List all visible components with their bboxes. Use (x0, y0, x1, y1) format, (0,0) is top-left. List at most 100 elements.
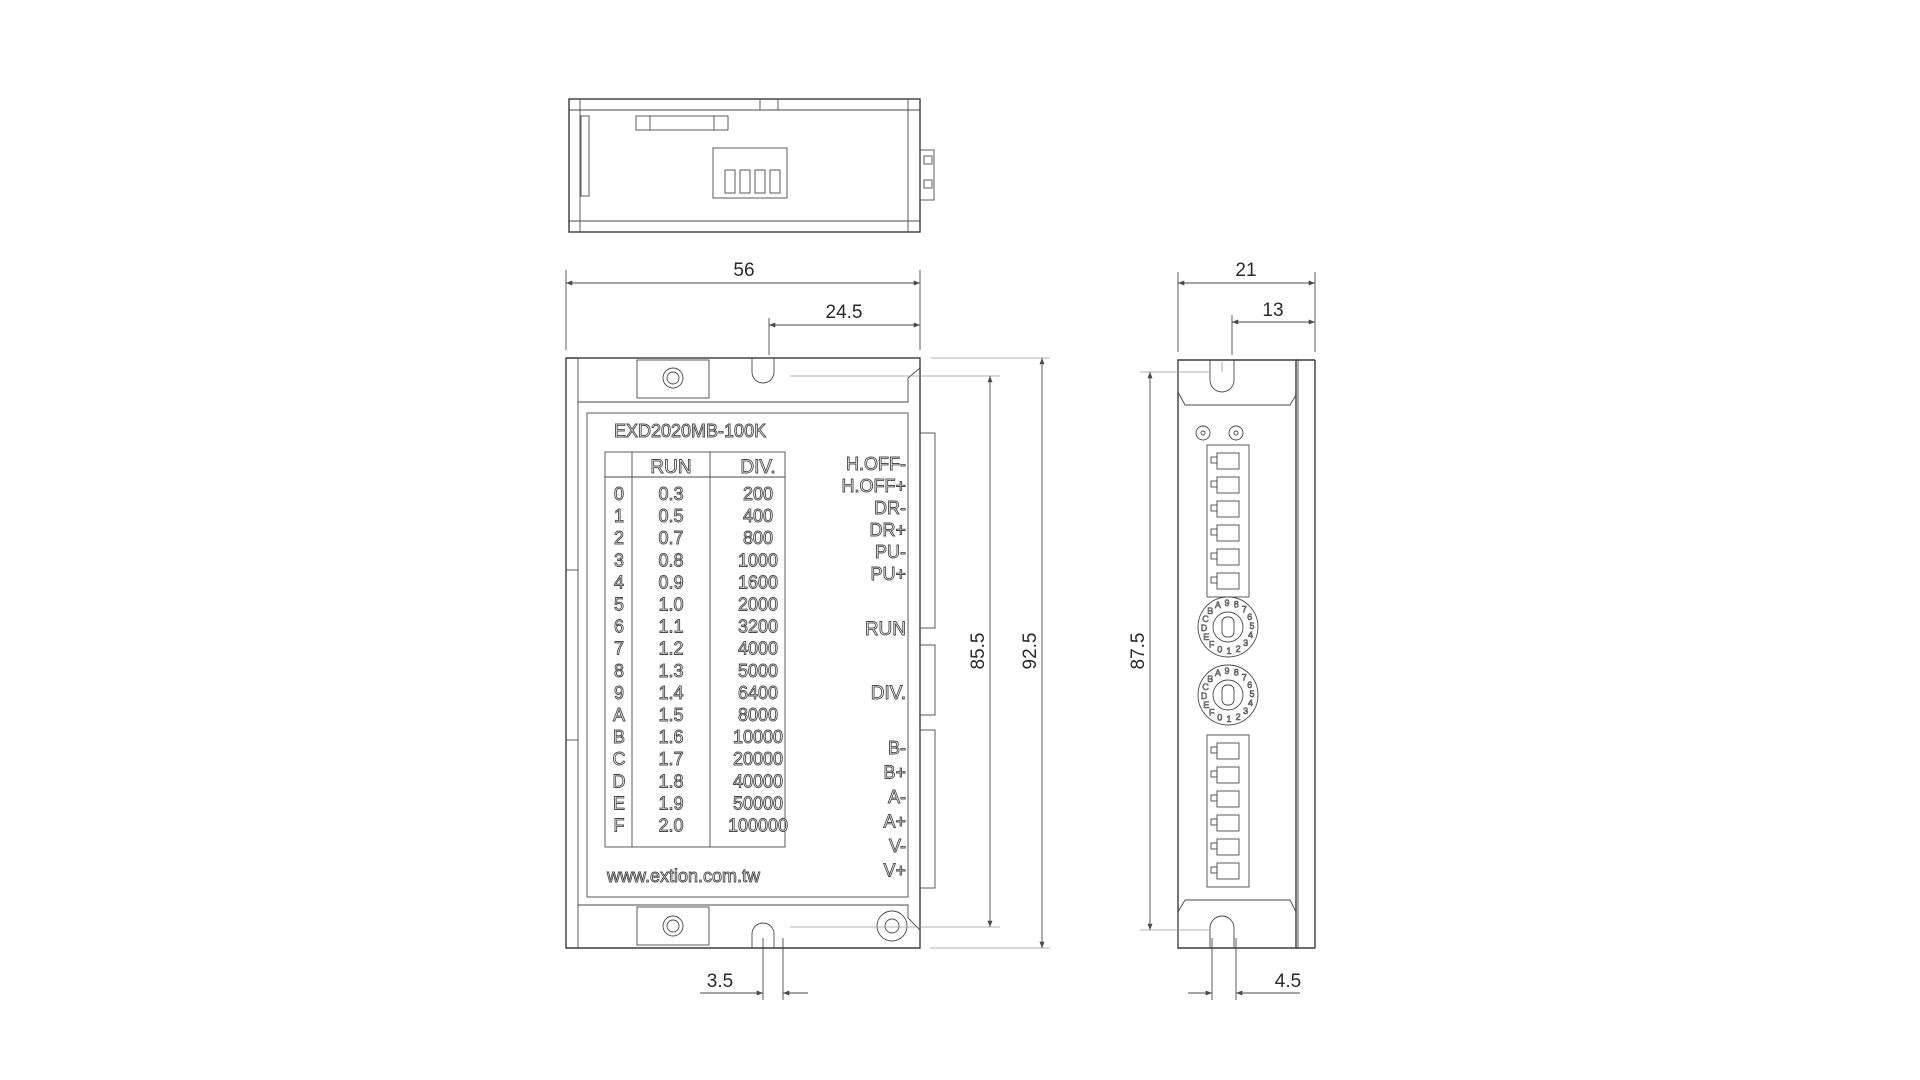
table-cell-run: 1.0 (658, 595, 683, 615)
top-view (568, 98, 935, 233)
table-cell-switch: 8 (614, 661, 624, 681)
dial-char: B (1207, 674, 1213, 684)
terminal-pin (1216, 548, 1240, 566)
led-2 (1228, 425, 1244, 441)
terminal-pin (1216, 452, 1240, 470)
dim-height-inner: 85.5 (968, 633, 989, 670)
dial-char: 2 (1236, 712, 1241, 722)
table-cell-switch: E (613, 793, 625, 813)
spec-table (604, 451, 786, 848)
terminal-latch (1210, 504, 1218, 512)
signal-label: H.OFF- (846, 454, 906, 474)
dial-char: 0 (1217, 713, 1222, 723)
dial-char: A (1215, 600, 1221, 610)
table-cell-div: 8000 (738, 705, 778, 725)
led-1 (1195, 425, 1211, 441)
table-cell-div: 10000 (733, 727, 783, 747)
switch-label-run: RUN (865, 619, 906, 640)
terminal-pin (1216, 838, 1240, 856)
dial-char: F (1209, 640, 1215, 650)
dial-char: 8 (1234, 599, 1239, 609)
terminal-latch (1210, 746, 1218, 754)
table-header-run: RUN (650, 457, 691, 478)
dial-char: E (1203, 700, 1209, 710)
table-cell-switch: A (613, 705, 625, 725)
dial-char: 4 (1248, 630, 1253, 640)
table-cell-switch: D (613, 771, 626, 791)
table-cell-run: 0.3 (658, 484, 683, 504)
dial-char: 7 (1242, 672, 1247, 682)
terminal-latch (1210, 866, 1218, 874)
terminal-latch (1210, 818, 1218, 826)
terminal-pin (1216, 524, 1240, 542)
dimension-values: 56 24.5 85.5 92.5 3.5 21 13 87.5 4.5 (707, 260, 1301, 992)
table-cell-switch: 6 (614, 617, 624, 637)
table-cell-switch: 0 (614, 484, 624, 504)
table-cell-div: 1600 (738, 572, 778, 592)
table-cell-switch: C (613, 749, 626, 769)
table-cell-div: 6400 (738, 683, 778, 703)
table-cell-run: 1.4 (658, 683, 683, 703)
signal-labels: H.OFF-H.OFF+DR-DR+PU-PU+ (841, 454, 906, 585)
dial-char: 9 (1224, 666, 1229, 676)
dial-char: 7 (1242, 604, 1247, 614)
dial-char: 1 (1227, 646, 1232, 656)
terminal-pin (1216, 814, 1240, 832)
switch-label-div: DIV. (871, 683, 906, 704)
dim-side-depth: 21 (1235, 260, 1256, 281)
table-cell-div: 50000 (733, 793, 783, 813)
dim-width: 56 (733, 260, 754, 281)
table-cell-run: 0.7 (658, 528, 683, 548)
div-dial[interactable] (1197, 664, 1259, 726)
terminal-latch (1210, 528, 1218, 536)
terminal-latch (1210, 576, 1218, 584)
signal-terminal-block (1206, 444, 1250, 598)
terminal-pin (1216, 572, 1240, 590)
table-cell-div: 3200 (738, 617, 778, 637)
dial-char: 5 (1249, 689, 1254, 699)
run-dial[interactable] (1197, 596, 1259, 658)
terminal-pin (1216, 790, 1240, 808)
table-cell-switch: 9 (614, 683, 624, 703)
table-cell-run: 1.6 (658, 727, 683, 747)
table-cell-div: 1000 (738, 550, 778, 570)
table-cell-div: 20000 (733, 749, 783, 769)
table-cell-run: 1.2 (658, 639, 683, 659)
power-label: A+ (883, 812, 906, 832)
table-cell-run: 1.9 (658, 793, 683, 813)
table-cell-run: 0.9 (658, 572, 683, 592)
table-cell-div: 400 (743, 506, 773, 526)
signal-label: PU- (875, 542, 906, 562)
terminal-pin (1216, 862, 1240, 880)
terminal-latch (1210, 842, 1218, 850)
terminal-pin (1216, 742, 1240, 760)
terminal-pin (1216, 476, 1240, 494)
dim-slot-width: 3.5 (707, 971, 733, 992)
dial-char: 6 (1247, 612, 1252, 622)
dimension-lines (565, 270, 1316, 1000)
table-cell-run: 1.3 (658, 661, 683, 681)
power-label: B+ (883, 763, 906, 783)
signal-label: DR- (874, 498, 906, 518)
dial-char: 0 (1217, 645, 1222, 655)
power-label: B- (888, 738, 906, 758)
dial-char: E (1203, 632, 1209, 642)
dial-char: 3 (1243, 638, 1248, 648)
table-cell-switch: B (613, 727, 625, 747)
terminal-latch (1210, 770, 1218, 778)
dial-char: 9 (1224, 598, 1229, 608)
signal-label: DR+ (869, 520, 906, 540)
table-cell-div: 2000 (738, 595, 778, 615)
table-cell-switch: 7 (614, 639, 624, 659)
dial-char: D (1201, 623, 1208, 633)
dim-side-height: 87.5 (1128, 633, 1149, 670)
table-cell-run: 0.8 (658, 550, 683, 570)
front-text: EXD2020MB-100K www.extion.com.tw RUN DIV… (606, 421, 907, 887)
table-cell-div: 800 (743, 528, 773, 548)
model-label: EXD2020MB-100K (614, 421, 766, 441)
power-labels: B-B+A-A+V-V+ (883, 738, 906, 881)
table-cell-div: 4000 (738, 639, 778, 659)
dial-char: C (1202, 614, 1209, 624)
